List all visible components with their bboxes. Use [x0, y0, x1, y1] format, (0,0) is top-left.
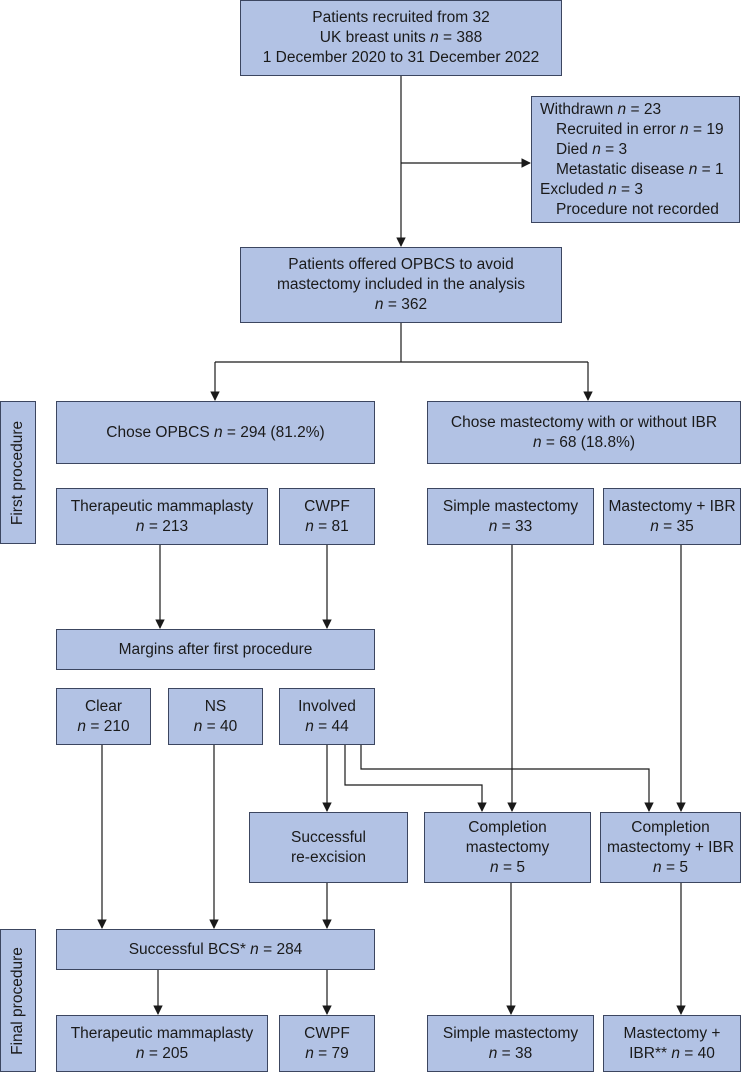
completion-line1: Completion	[468, 818, 547, 836]
cwpf-first-box: CWPF n = 81	[279, 488, 375, 545]
completion-ibr-line2: mastectomy + IBR	[606, 838, 735, 856]
simple-final-line2: n = 38	[488, 1044, 533, 1062]
completion-ibr-line1: Completion	[631, 818, 710, 836]
ibr-first-box: Mastectomy + IBR n = 35	[603, 488, 741, 545]
reexcision-box: Successful re-excision	[249, 812, 408, 883]
completion-ibr-line3: n = 5	[653, 858, 688, 876]
recruited-box: Patients recruited from 32 UK breast uni…	[240, 0, 562, 76]
reexcision-line1: Successful	[291, 828, 366, 846]
chose-mastectomy-line1: Chose mastectomy with or without IBR	[450, 413, 718, 431]
ibr-final-box: Mastectomy + IBR** n = 40	[603, 1015, 741, 1072]
completion-box: Completion mastectomy n = 5	[424, 812, 591, 883]
clear-line2: n = 210	[77, 717, 130, 735]
involved-line1: Involved	[298, 697, 356, 715]
withdrawn-box: Withdrawn n = 23 Recruited in error n = …	[531, 96, 740, 223]
ibr-final-line1: Mastectomy +	[623, 1024, 721, 1042]
died-line: Died n = 3	[556, 140, 628, 158]
cwpf-final-box: CWPF n = 79	[279, 1015, 375, 1072]
simple-final-line1: Simple mastectomy	[442, 1024, 579, 1042]
therapeutic-final-line2: n = 205	[135, 1044, 189, 1062]
therapeutic-first-line1: Therapeutic mammaplasty	[70, 497, 254, 515]
chose-opbcs-text: Chose OPBCS n = 294 (81.2%)	[106, 423, 325, 441]
recruited-line2: UK breast units n = 388	[319, 29, 483, 46]
chose-opbcs-box: Chose OPBCS n = 294 (81.2%)	[56, 401, 375, 464]
offered-box: Patients offered OPBCS to avoid mastecto…	[240, 247, 562, 323]
therapeutic-first-box: Therapeutic mammaplasty n = 213	[56, 488, 268, 545]
cwpf-first-line1: CWPF	[304, 497, 350, 515]
not-recorded-line: Procedure not recorded	[556, 200, 719, 218]
recruited-line3: 1 December 2020 to 31 December 2022	[262, 49, 540, 66]
cwpf-final-line2: n = 79	[305, 1044, 349, 1062]
involved-line2: n = 44	[305, 717, 349, 735]
simple-first-box: Simple mastectomy n = 33	[427, 488, 594, 545]
simple-first-line1: Simple mastectomy	[442, 497, 579, 515]
simple-first-line2: n = 33	[488, 517, 533, 535]
error-line: Recruited in error n = 19	[556, 120, 724, 138]
ns-line1: NS	[204, 697, 227, 715]
ns-box: NS n = 40	[168, 688, 263, 745]
recruited-line1: Patients recruited from 32	[312, 9, 490, 26]
completion-line2: mastectomy	[465, 838, 550, 856]
chose-mastectomy-line2: n = 68 (18.8%)	[532, 433, 636, 451]
therapeutic-first-line2: n = 213	[135, 517, 189, 535]
completion-ibr-box: Completion mastectomy + IBR n = 5	[600, 812, 741, 883]
completion-line3: n = 5	[490, 858, 525, 876]
therapeutic-final-line1: Therapeutic mammaplasty	[70, 1024, 254, 1042]
clear-line1: Clear	[84, 697, 123, 715]
offered-line3: n = 362	[374, 296, 428, 313]
simple-final-box: Simple mastectomy n = 38	[427, 1015, 594, 1072]
offered-line2: mastectomy included in the analysis	[276, 276, 526, 293]
excluded-line: Excluded n = 3	[540, 180, 643, 198]
margins-label: Margins after first procedure	[118, 640, 313, 658]
offered-line1: Patients offered OPBCS to avoid	[288, 256, 514, 273]
arrow-involved-completion-ibr	[360, 745, 654, 812]
therapeutic-final-box: Therapeutic mammaplasty n = 205	[56, 1015, 268, 1072]
cwpf-first-line2: n = 81	[305, 517, 349, 535]
margins-box: Margins after first procedure	[56, 629, 375, 670]
arrow-involved-completion	[344, 745, 487, 812]
metastatic-line: Metastatic disease n = 1	[556, 160, 724, 178]
ibr-final-line2: IBR** n = 40	[629, 1044, 715, 1062]
successful-bcs-box: Successful BCS* n = 284	[56, 929, 375, 970]
ns-line2: n = 40	[193, 717, 238, 735]
chose-mastectomy-box: Chose mastectomy with or without IBR n =…	[427, 401, 741, 464]
involved-box: Involved n = 44	[279, 688, 375, 745]
reexcision-line2: re-excision	[291, 848, 366, 866]
ibr-first-line1: Mastectomy + IBR	[608, 497, 736, 515]
ibr-first-line2: n = 35	[650, 517, 694, 535]
cwpf-final-line1: CWPF	[304, 1024, 350, 1042]
clear-box: Clear n = 210	[56, 688, 151, 745]
withdrawn-line: Withdrawn n = 23	[540, 100, 662, 118]
successful-bcs-text: Successful BCS* n = 284	[128, 940, 303, 958]
first-procedure-label: First procedure	[0, 401, 36, 544]
final-procedure-label: Final procedure	[0, 929, 36, 1072]
